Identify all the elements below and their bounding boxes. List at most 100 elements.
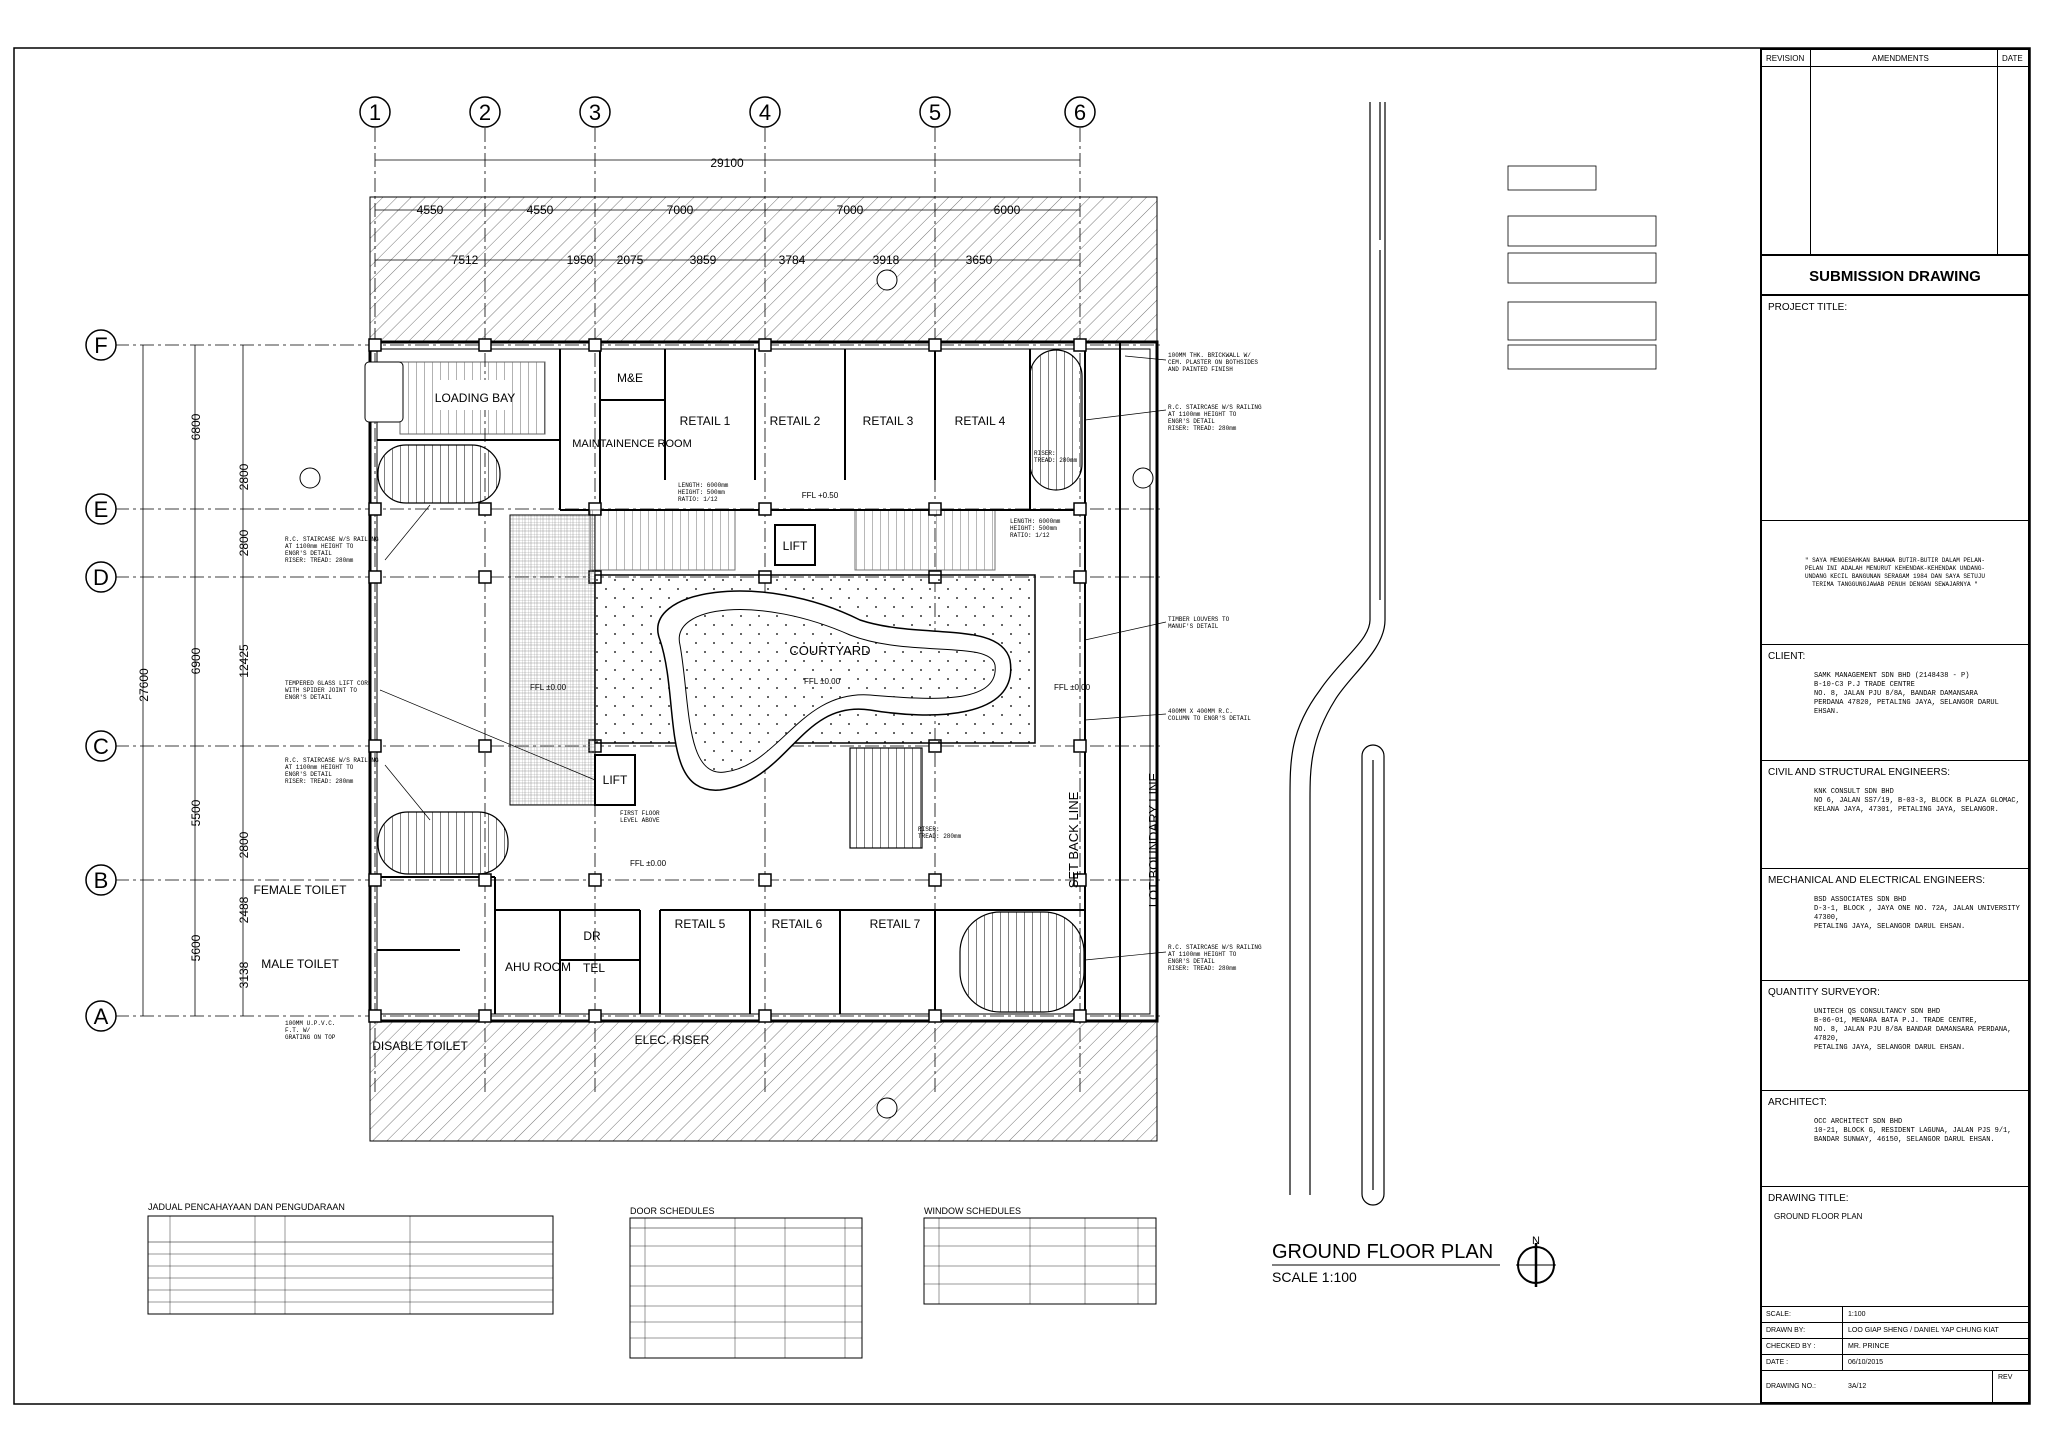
- architect-label: ARCHITECT:: [1768, 1097, 1827, 1108]
- drawn-value: LOO GIAP SHENG / DANIEL YAP CHUNG KIAT: [1848, 1327, 1999, 1334]
- architect-text: OCC ARCHITECT SDN BHD 10-21, BLOCK G, RE…: [1814, 1118, 2012, 1144]
- label-disable-toilet: DISABLE TOILET: [372, 1039, 468, 1053]
- qs-text: UNITECH QS CONSULTANCY SDN BHD B-06-01, …: [1814, 1008, 2012, 1052]
- grid-col-5: 5: [929, 100, 941, 125]
- label-ahu-room: AHU ROOM: [505, 960, 571, 974]
- label-lot-boundary-line: LOT BOUNDARY LINE: [1146, 772, 1161, 907]
- plan-title-block: GROUND FLOOR PLAN SCALE 1:100 N: [1272, 1235, 1556, 1287]
- client-text: SAMK MANAGEMENT SDN BHD (2148438 - P) B-…: [1814, 672, 1999, 716]
- label-loading-bay: LOADING BAY: [435, 391, 515, 405]
- note-timber-louvers: TIMBER LOUVERS TO MANUF'S DETAIL: [1168, 616, 1230, 630]
- note-brickwall: 100MM THK. BRICKWALL W/ CEM. PLASTER ON …: [1168, 352, 1259, 373]
- checked-row: CHECKED BY : MR. PRINCE: [1762, 1338, 2028, 1354]
- me-section: MECHANICAL AND ELECTRICAL ENGINEERS: BSD…: [1762, 868, 2028, 980]
- grid-row-A: A: [94, 1004, 109, 1029]
- staircase-2: [377, 811, 509, 875]
- dim-left-outer-3: 5500: [189, 799, 203, 826]
- access-road: [1289, 102, 1386, 1206]
- lift-upper: [774, 524, 816, 566]
- cs-label: CIVIL AND STRUCTURAL ENGINEERS:: [1768, 767, 1951, 778]
- grid-row-C: C: [93, 734, 109, 759]
- dim-bay-5: 6000: [994, 203, 1021, 217]
- client-section: CLIENT: SAMK MANAGEMENT SDN BHD (2148438…: [1762, 644, 2028, 760]
- grid-row-E: E: [94, 497, 109, 522]
- client-label: CLIENT:: [1768, 651, 1806, 662]
- architect-section: ARCHITECT: OCC ARCHITECT SDN BHD 10-21, …: [1762, 1090, 2028, 1186]
- drawn-label: DRAWN BY:: [1766, 1327, 1806, 1334]
- dim-bay-2: 4550: [527, 203, 554, 217]
- schedules: JADUAL PENCAHAYAAN DAN PENGUDARAAN DOOR …: [147, 1202, 1157, 1359]
- drawing-no-row: DRAWING NO.: 3A/12 REV: [1762, 1370, 2028, 1403]
- date-header: DATE: [2002, 54, 2023, 63]
- dim-left-outer-1: 6800: [189, 413, 203, 440]
- title-block: REVISION AMENDMENTS DATE SUBMISSION DRAW…: [1760, 48, 2030, 1404]
- grid-col-2: 2: [479, 100, 491, 125]
- label-set-back-line: SET BACK LINE: [1066, 791, 1081, 888]
- dim-left-mid-5: 2488: [237, 896, 251, 923]
- grid-col-3: 3: [589, 100, 601, 125]
- drawing-title-label: DRAWING TITLE:: [1768, 1193, 1849, 1204]
- section-markers: [299, 269, 1154, 1119]
- label-dr: DR: [583, 929, 601, 943]
- date-value: 06/10/2015: [1848, 1359, 1884, 1366]
- note-staircase-2: R.C. STAIRCASE W/S RAILING AT 1100mm HEI…: [285, 536, 379, 564]
- schedule-door-title: DOOR SCHEDULES: [630, 1206, 715, 1216]
- schedule-window-title: WINDOW SCHEDULES: [924, 1206, 1021, 1216]
- structural-columns: [368, 338, 1087, 1023]
- label-maintenance: MAINTAINENCE ROOM: [572, 438, 692, 450]
- dim-left-mid-1: 2800: [237, 463, 251, 490]
- declaration-section: " SAYA MENGESAHKAN BAHAWA BUTIR-BUTIR DA…: [1762, 520, 2028, 644]
- plan-scale: SCALE 1:100: [1272, 1269, 1357, 1285]
- grid-bubbles: 1 2 3 4 5 6 F E D C B A: [85, 96, 1096, 1032]
- dim-overall-depth: 27600: [137, 668, 151, 702]
- label-ffl-right: FFL ±0.00: [1054, 683, 1091, 692]
- staircase-5: [849, 747, 923, 849]
- note-upvc: 100MM U.P.V.C. F.T. W/ GRATING ON TOP: [285, 1020, 336, 1041]
- dim-left-mid-3: 12425: [237, 644, 251, 678]
- label-lift-lower: LIFT: [603, 773, 628, 787]
- grid-row-F: F: [94, 333, 107, 358]
- staircase-3: [1029, 349, 1083, 491]
- dim-left-mid-2: 2800: [237, 529, 251, 556]
- project-title-label: PROJECT TITLE:: [1768, 302, 1848, 313]
- label-elec-riser: ELEC. RISER: [635, 1033, 710, 1047]
- date-row: DATE : 06/10/2015: [1762, 1354, 2028, 1370]
- lorry-icon: [364, 361, 404, 423]
- label-retail-4: RETAIL 4: [955, 414, 1006, 428]
- note-first-floor: FIRST FLOOR LEVEL ABOVE: [620, 810, 660, 824]
- loading-bay: [399, 361, 546, 435]
- dim-left-mid-6: 3138: [237, 961, 251, 988]
- label-retail-5: RETAIL 5: [675, 917, 726, 931]
- top-dimensions: 29100 4550 4550 7000 7000 6000 7512 1950…: [375, 156, 1080, 267]
- drawing-no-value: 3A/12: [1848, 1383, 1867, 1390]
- revision-section: REVISION AMENDMENTS DATE: [1762, 48, 2028, 256]
- dim-overall-width: 29100: [710, 156, 744, 170]
- dim-sec-1: 7512: [452, 253, 479, 267]
- dim-sec-7: 3650: [966, 253, 993, 267]
- grid-col-1: 1: [369, 100, 381, 125]
- project-title-section: PROJECT TITLE:: [1762, 294, 2028, 520]
- room-labels: M&E MAINTAINENCE ROOM RETAIL 1 RETAIL 2 …: [254, 371, 1161, 1053]
- note-staircase-3: R.C. STAIRCASE W/S RAILING AT 1100mm HEI…: [285, 757, 379, 785]
- north-label: N: [1532, 1235, 1540, 1247]
- dim-sec-6: 3918: [873, 253, 900, 267]
- me-text: BSD ASSOCIATES SDN BHD D-3-1, BLOCK , JA…: [1814, 896, 2020, 931]
- label-retail-6: RETAIL 6: [772, 917, 823, 931]
- cs-section: CIVIL AND STRUCTURAL ENGINEERS: KNK CONS…: [1762, 760, 2028, 868]
- cs-text: KNK CONSULT SDN BHD NO 6, JALAN SS7/19, …: [1814, 788, 2020, 814]
- rev-label: REV: [1998, 1374, 2013, 1381]
- note-staircase-1: R.C. STAIRCASE W/S RAILING AT 1100mm HEI…: [1168, 404, 1262, 432]
- label-ffl-upper: FFL +0.50: [802, 491, 839, 500]
- label-retail-1: RETAIL 1: [680, 414, 731, 428]
- label-retail-3: RETAIL 3: [863, 414, 914, 428]
- revision-header: REVISION: [1766, 54, 1805, 63]
- site-hatch-bottom: [369, 1020, 1158, 1142]
- scale-label: SCALE:: [1766, 1311, 1791, 1318]
- dim-left-mid-4: 2800: [237, 831, 251, 858]
- note-tempered-glass: TEMPERED GLASS LIFT CORE WITH SPIDER JOI…: [285, 680, 372, 701]
- dim-bay-3: 7000: [667, 203, 694, 217]
- label-courtyard: COURTYARD: [789, 643, 870, 658]
- note-rc-column: 400MM X 400MM R.C. COLUMN TO ENGR'S DETA…: [1168, 708, 1251, 722]
